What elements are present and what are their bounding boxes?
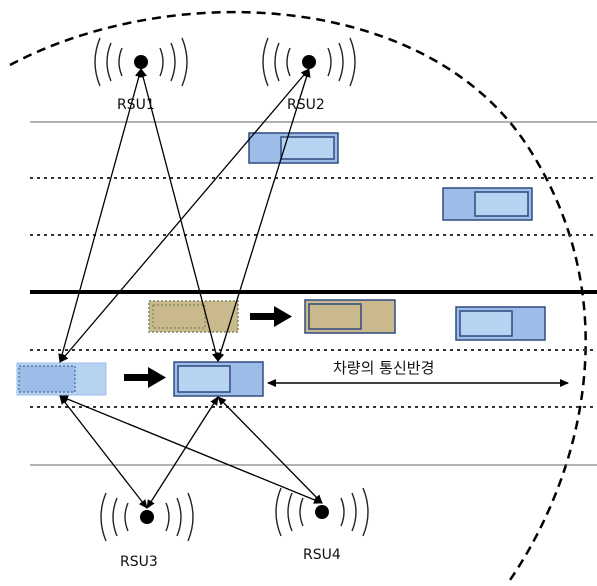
rsu-2 <box>262 37 356 87</box>
link-rsu3-ghost <box>59 395 148 509</box>
link-rsu2-vehicle <box>216 68 311 362</box>
rsu-1 <box>94 37 188 87</box>
vehicle-ghost-previous <box>148 300 239 333</box>
vehicle-lower-2 <box>455 306 546 341</box>
vehicle-ghost-left <box>16 362 107 396</box>
link-rsu3-vehicle <box>146 396 219 509</box>
link-rsu4-ghost <box>59 395 323 504</box>
link-rsu4-vehicle <box>217 396 323 504</box>
movement-arrow <box>124 367 166 388</box>
vehicle-upper-1 <box>248 132 339 164</box>
rsu-2-antenna-dot <box>302 55 316 69</box>
communication-range-label: 차량의 통신반경 <box>333 359 435 377</box>
rsu-4-antenna-dot <box>315 505 329 519</box>
communication-links <box>58 68 323 509</box>
rsu-4 <box>275 487 369 537</box>
rsu-4-label: RSU4 <box>303 547 341 563</box>
rsu-3-label: RSU3 <box>120 554 158 570</box>
rsu-2-label: RSU2 <box>287 97 325 113</box>
vehicle-main <box>173 361 264 397</box>
movement-arrow <box>250 306 292 327</box>
vehicle-upper-2 <box>442 187 533 221</box>
road <box>30 121 597 466</box>
communication-range-circle <box>9 10 587 581</box>
rsu-3 <box>100 492 194 542</box>
rsu-1-label: RSU1 <box>117 97 155 113</box>
rsu-1-antenna-dot <box>134 55 148 69</box>
rsu-3-antenna-dot <box>140 510 154 524</box>
vehicle-lower-1 <box>304 299 396 334</box>
